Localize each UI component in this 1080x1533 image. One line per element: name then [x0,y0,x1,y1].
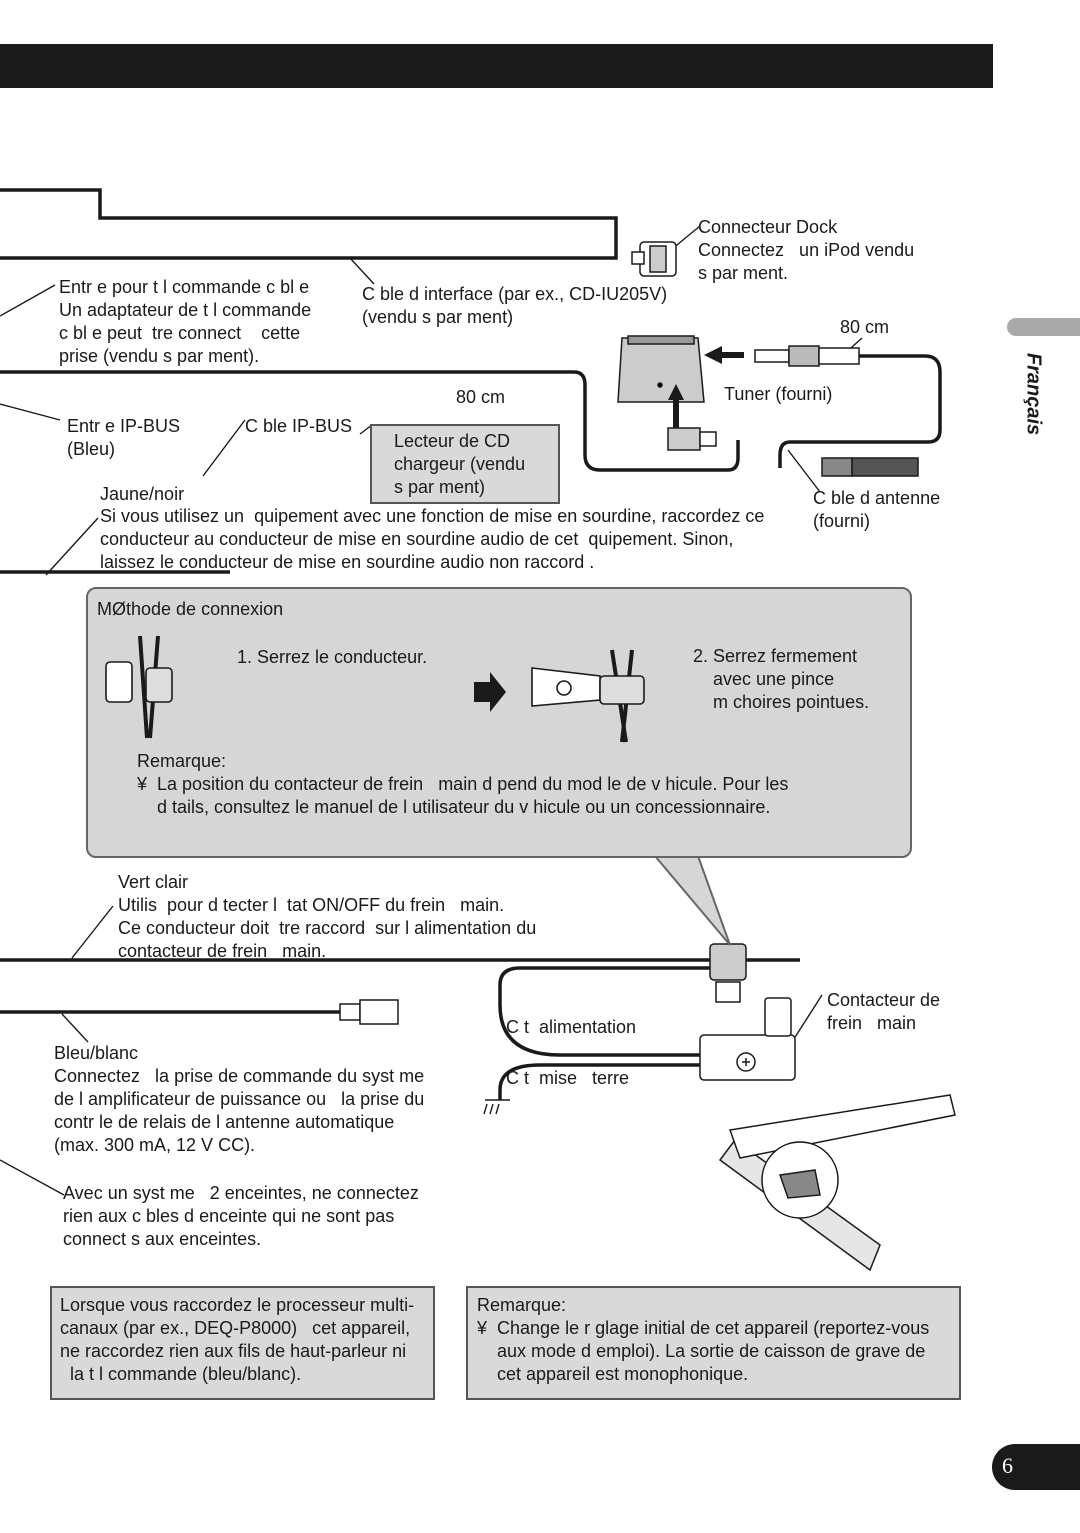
yellow-black-text: Si vous utilisez un quipement avec une f… [100,506,765,572]
method-step2: 2. Serrez fermement avec une pince m cho… [693,646,870,712]
antenna-cable-wire [778,354,942,468]
ground-side-label: C t mise terre [506,1068,630,1088]
yellow-black-title: Jaune/noir [100,484,185,504]
multichannel-note-box [50,1286,435,1400]
blue-white-connector-icon [339,999,399,1025]
power-side-label: C t alimentation [506,1017,637,1037]
crimp-connector-icon [709,943,747,1003]
length-80-mid-label: 80 cm [456,387,506,407]
parking-brake-switch-icon [699,997,796,1081]
remark-note-box [466,1286,961,1400]
method-note-text: ¥ La position du contacteur de frein mai… [137,774,789,817]
interface-cable-label: C ble d interface (par ex., CD-IU205V) (… [362,284,668,327]
arrow-up-icon [668,384,684,430]
multichannel-note-text: Lorsque vous raccordez le processeur mul… [60,1295,415,1384]
crimp-step1-icon [105,635,173,739]
header-bar [0,44,993,88]
harness-outline [0,188,618,260]
hand-brake-lever-icon [718,1094,956,1272]
tuner-label: Tuner (fourni) [724,384,833,404]
remark-note-title: Remarque: [477,1295,567,1315]
method-note-title: Remarque: [137,751,227,771]
ipbus-input-label: Entr e IP-BUS (Bleu) [67,416,181,459]
page-number: 6 [1002,1453,1013,1478]
antenna-cable-label: C ble d antenne (fourni) [813,488,941,531]
wired-remote-label: Entr e pour t l commande c bl e Un adapt… [59,277,312,366]
tuner-unit-icon [617,335,705,403]
power-side-wire [498,966,715,1057]
arrow-left-icon [704,346,744,364]
ipbus-plug-icon [667,427,717,451]
antenna-plug-icon [754,345,860,367]
crimp-step2-icon [531,649,645,743]
antenna-cable-end-icon [821,457,919,477]
cd-player-label: Lecteur de CD chargeur (vendu s par ment… [394,431,526,497]
page-number-badge: 6 [992,1444,1080,1490]
two-speaker-label: Avec un syst me 2 enceintes, ne connecte… [63,1183,419,1249]
parking-brake-switch-label: Contacteur de frein main [827,990,941,1033]
interface-cable-wire [0,370,740,472]
cd-player-box [370,424,560,504]
method-step1: 1. Serrez le conducteur. [237,647,428,667]
dock-connector-icon [631,241,677,277]
ipbus-cable-label: C ble IP-BUS [245,416,353,436]
blue-white-label: Bleu/blanc Connectez la prise de command… [54,1043,425,1155]
remark-note-text: ¥ Change le r glage initial de cet appar… [477,1318,930,1384]
connection-method-panel [86,587,912,858]
light-green-label: Vert clair Utilis pour d tecter l tat ON… [118,872,537,961]
step-arrow-icon [474,672,506,712]
ground-side-wire [498,1063,700,1100]
length-80-top-label: 80 cm [840,317,890,337]
dock-connector-label: Connecteur Dock Connectez un iPod vendu … [698,217,915,283]
method-panel-title: MØthode de connexion [97,599,284,619]
language-tab-marker [1007,318,1080,336]
